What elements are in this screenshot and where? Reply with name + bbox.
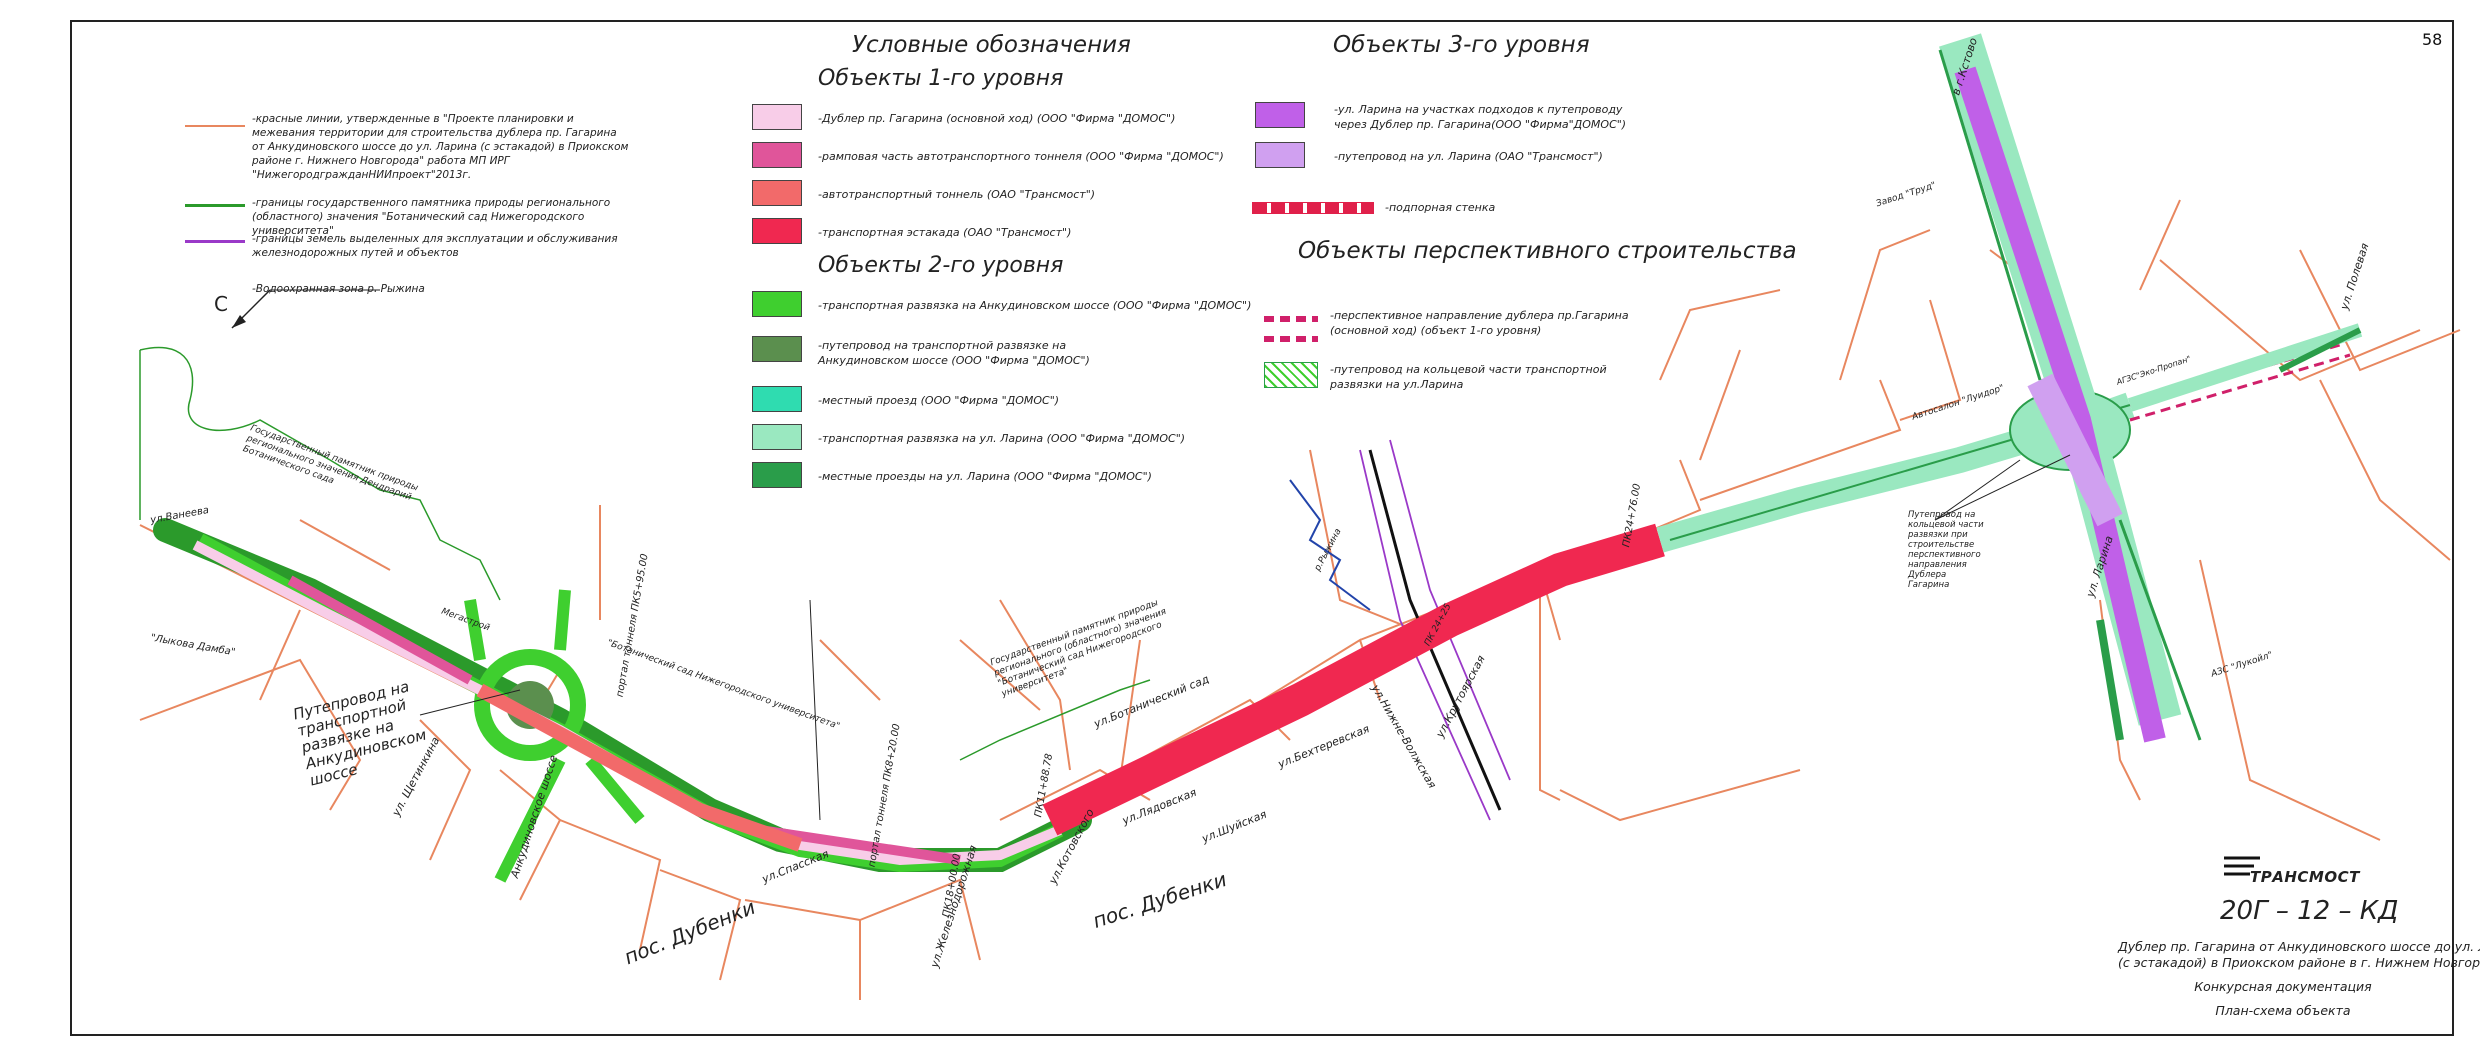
page-number: 58 [2422,30,2443,49]
drawing-code: 20Г – 12 – КД [2220,896,2399,926]
description-line-2: (с эстакадой) в Приокском районе в г. Ни… [2118,955,2480,970]
level2-item-2: -путепровод на транспортной развязке на … [818,339,1090,367]
swatch-ankud [752,291,802,317]
future-item-2: -путепровод на кольцевой части транспорт… [1330,363,1607,391]
swatch-tunnel [752,180,802,206]
future-item-1: -перспективное направление дублера пр.Га… [1330,309,1629,337]
purple-line-text: -границы земель выделенных для эксплуата… [252,233,618,259]
drawing-frame [70,20,2454,1036]
leader-larina [1934,459,2021,521]
north-arrow [231,289,380,329]
water-zone-text: -Водоохранная зона р. Рыжина [252,283,425,295]
transmost-logo [2220,850,2330,890]
level2-item-4: -транспортная развязка на ул. Ларина (ОО… [818,432,1186,445]
river [1289,479,1371,611]
estakada [1042,523,1665,836]
green-line-text: -границы государственного памятника прир… [252,197,611,237]
swatch-estakada [752,218,802,244]
tunnel-ramp [287,575,961,865]
swatch-future-overpass [1264,362,1318,388]
label-overpass-larina: Путепровод на кольцевой части развязки п… [1908,510,1984,590]
level1-item-4: -транспортная эстакада (ОАО "Трансмост") [818,226,1072,239]
swatch-larina-approach [1255,102,1305,128]
legend-title: Условные обозначения [852,32,1131,58]
level1-item-3: -автотранспортный тоннель (ОАО "Трансмос… [818,188,1096,201]
tunnel-marker [809,599,821,821]
description-line-1: Дублер пр. Гагарина от Анкудиновского шо… [2118,939,2480,954]
level2-title: Объекты 2-го уровня [818,253,1064,278]
level3-title: Объекты 3-го уровня [1333,32,1590,58]
future-title: Объекты перспективного строительства [1298,238,1797,264]
level2-item-5: -местные проезды на ул. Ларина (ООО "Фир… [818,470,1152,483]
red-line-swatch [185,125,245,127]
green-line-swatch [185,204,245,207]
red-line-text: -красные линии, утвержденные в "Проекте … [252,113,629,181]
swatch-local [752,386,802,412]
swatch-retaining-wall [1252,202,1374,214]
level1-item-1: -Дублер пр. Гагарина (основной ход) (ООО… [818,112,1176,125]
north-label: С [214,292,228,316]
nature-boundary [139,346,1151,761]
larina-interchange [1938,33,2363,743]
level1-item-2: -рамповая часть автотранспортного тоннел… [818,150,1224,163]
leader-ankud [419,689,521,716]
swatch-future-dubler-b [1264,336,1318,342]
level2-item-1: -транспортная развязка на Анкудиновском … [818,299,1252,312]
swatch-larina-overpass [1255,142,1305,168]
swatch-larina-local [752,462,802,488]
railway-boundary [1359,439,1511,821]
level3-item-3: -подпорная стенка [1385,201,1496,214]
swatch-overpass [752,336,802,362]
level2-item-3: -местный проезд (ООО "Фирма "ДОМОС") [818,394,1060,407]
purple-line-swatch [185,240,245,243]
doc-type: Конкурсная документация [2194,979,2372,994]
swatch-future-dubler-a [1264,316,1318,322]
level3-item-1: -ул. Ларина на участках подходов к путеп… [1334,103,1627,131]
sheet-name: План-схема объекта [2215,1003,2351,1018]
swatch-larina-int [752,424,802,450]
railway-track [1368,449,1502,811]
swatch-ramp [752,142,802,168]
company-name: ТРАНСМОСТ [2250,868,2360,886]
level1-title: Объекты 1-го уровня [818,66,1064,91]
tunnel [476,683,803,852]
swatch-dubler [752,104,802,130]
level3-item-2: -путепровод на ул. Ларина (ОАО "Трансмос… [1334,150,1603,163]
